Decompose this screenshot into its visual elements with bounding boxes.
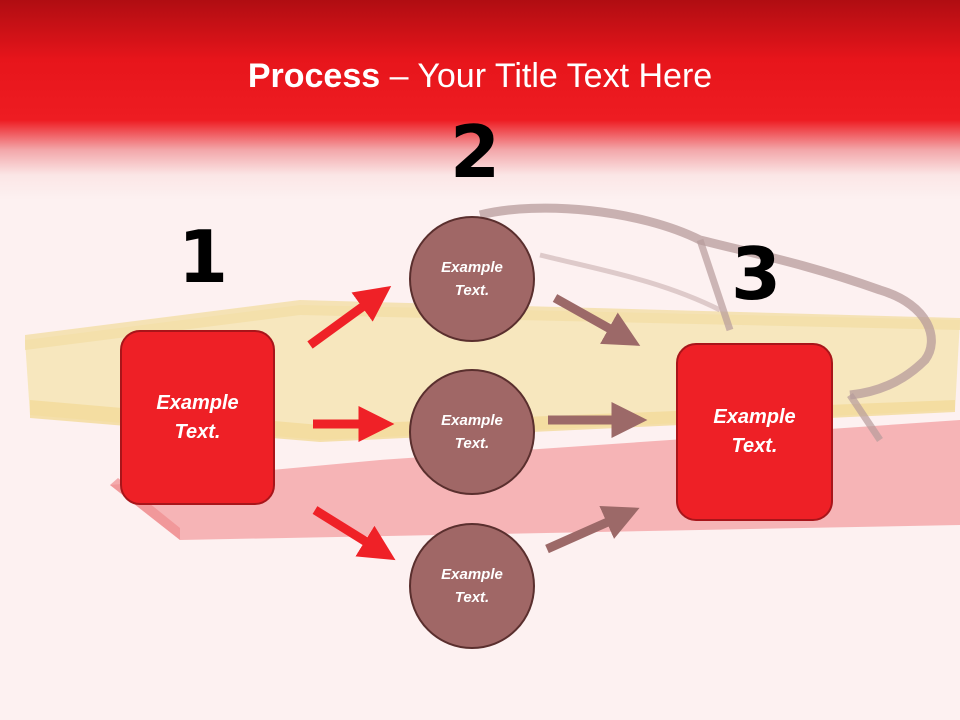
arrow-to-circle-bottom [312, 506, 396, 561]
step-3-text-line1: Example [713, 406, 796, 428]
step-3-text-line2: Text. [731, 435, 778, 457]
circle-top-text-line1: Example [441, 259, 503, 276]
step-2-circle-bottom: Example Text. [409, 523, 535, 649]
title-bold: Process [247, 57, 381, 95]
circle-middle-text-line2: Text. [454, 435, 490, 452]
arrow-to-circle-top [307, 285, 392, 349]
step-2-circle-top: Example Text. [409, 216, 535, 342]
slide-title: Process – Your Title Text Here [0, 54, 960, 98]
step-number-1: 1 [178, 215, 229, 299]
step-1-box: Example Text. [120, 330, 275, 505]
step-1-text-line1: Example [156, 391, 239, 414]
circle-middle-text-line1: Example [441, 412, 503, 429]
step-1-text-line2: Text. [174, 420, 221, 443]
circle-bottom-text-line1: Example [441, 566, 503, 583]
arrow-from-circle-bottom [545, 506, 640, 554]
header-band [0, 0, 960, 200]
step-2-circle-middle: Example Text. [409, 369, 535, 495]
title-rest: – Your Title Text Here [380, 57, 713, 95]
step-3-box: Example Text. [676, 343, 833, 521]
arrow-from-circle-top [552, 294, 641, 346]
circle-bottom-text-line2: Text. [454, 589, 490, 606]
step-number-2: 2 [450, 110, 501, 194]
step-number-3: 3 [731, 232, 782, 316]
circle-top-text-line2: Text. [454, 282, 490, 299]
